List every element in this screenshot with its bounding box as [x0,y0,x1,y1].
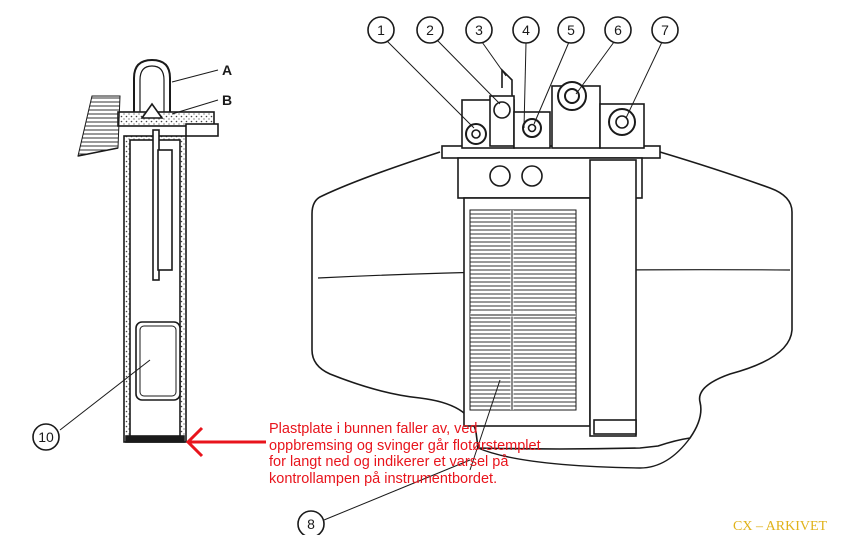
callout-A: A [171,62,232,83]
annotation-line: for langt ned og indikerer et varsel på [269,454,509,470]
callout-1: 1 [367,16,475,129]
callout-6: 6 [575,16,632,95]
callout-number: 5 [567,22,575,38]
annotation-line: kontrollampen på instrumentbordet. [269,470,498,487]
callout-number: 4 [522,22,530,38]
callout-7: 7 [625,16,679,119]
callout-number: 3 [475,22,483,38]
cap-dome [133,58,171,112]
annotation-note: Plastplate i bunnen faller av, ved oppbr… [269,421,589,487]
red-arrow [185,426,266,458]
label-B: B [222,92,232,108]
float-sensor-section [77,58,219,443]
callout-2: 2 [416,16,501,105]
callout-number: 2 [426,22,434,38]
annotation-line: oppbremsing og svinger går flotørstemple… [269,437,541,454]
callout-10: 10 [32,359,151,451]
watermark-text: CX – ARKIVET [733,519,828,534]
callout-8: 8 [297,379,501,538]
tank-shell [311,151,793,450]
callout-number: 1 [377,22,385,38]
reservoir-tank [311,68,793,469]
callout-3: 3 [465,16,507,77]
callout-4: 4 [512,16,540,129]
annotation-line: Plastplate i bunnen faller av, ved [269,421,478,437]
callout-number: 7 [661,22,669,38]
label-A: A [222,62,232,78]
callout-B: B [171,92,232,115]
callout-5: 5 [533,16,585,125]
callout-number: 10 [38,429,54,445]
callout-number: 6 [614,22,622,38]
callout-number: 8 [307,516,315,532]
mounting-bracket [77,95,121,157]
filter-screen [469,209,577,411]
